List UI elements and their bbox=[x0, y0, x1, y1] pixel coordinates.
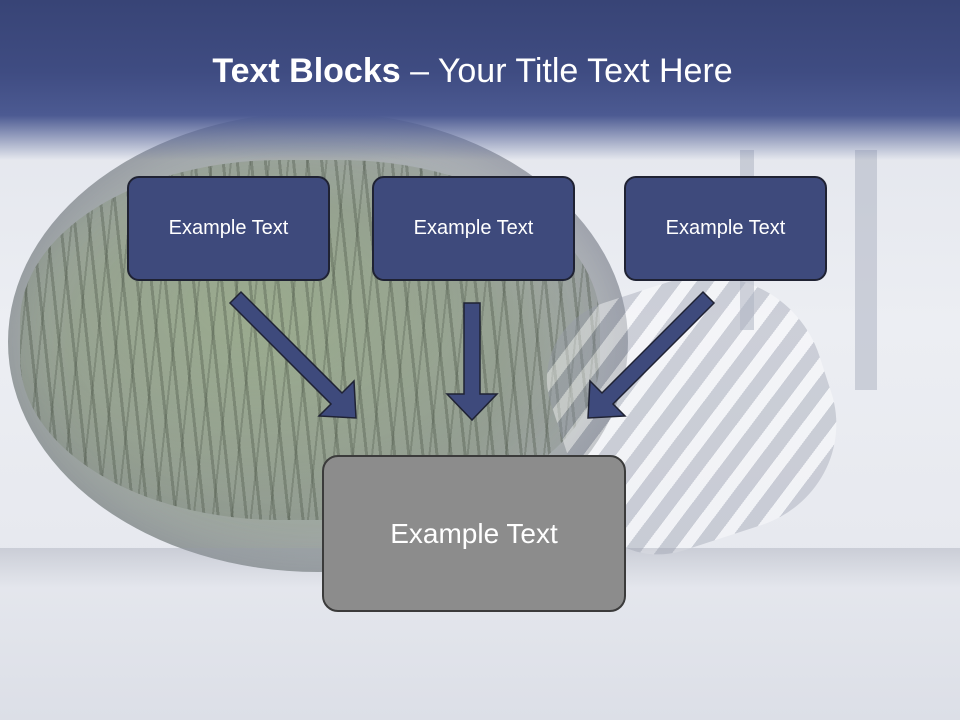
slide-title: Text Blocks – Your Title Text Here bbox=[0, 52, 945, 91]
text-block-left[interactable]: Example Text bbox=[127, 176, 330, 281]
title-band bbox=[0, 0, 960, 160]
background-frame-post bbox=[855, 150, 877, 390]
text-block-right[interactable]: Example Text bbox=[624, 176, 827, 281]
title-separator: – bbox=[400, 52, 438, 90]
text-block-center[interactable]: Example Text bbox=[372, 176, 575, 281]
title-rest-text: Your Title Text Here bbox=[437, 52, 733, 90]
text-block-main[interactable]: Example Text bbox=[322, 455, 626, 612]
title-bold-text: Text Blocks bbox=[212, 52, 401, 90]
